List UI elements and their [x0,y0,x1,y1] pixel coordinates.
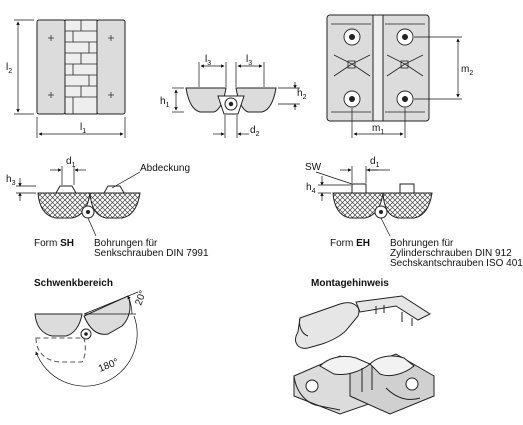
dim-l3-left: l3 [205,54,211,67]
front-view [36,19,126,115]
form-sh-bores-line1: Bohrungen für [94,238,158,249]
form-sh-prefix: Form [34,238,61,249]
rear-view-dimensions [351,36,462,138]
form-eh-code: EH [356,238,371,249]
dim-m2: m2 [461,64,473,77]
heading-montagehinweis: Montagehinweis [311,278,389,289]
dim-d1-eh: d1 [370,156,380,169]
rear-view [326,14,430,122]
angle-20: 20° [133,289,149,307]
form-eh-bores-line2: Zylinderschrauben DIN 912 [390,248,512,259]
dim-l3-right: l3 [246,54,252,67]
dim-h2: h2 [297,88,307,101]
section-form-sh [37,185,141,219]
dim-m1: m1 [372,123,384,136]
form-sh-code: SH [60,238,75,249]
dim-l1: l1 [80,122,86,135]
dim-h3: h3 [6,174,16,187]
side-view-dimensions [172,62,300,138]
callout-abdeckung: Abdeckung [140,163,191,174]
dim-h1: h1 [160,96,170,109]
form-eh-bores-line3: Sechskantschrauben ISO 401 [390,258,523,269]
swing-range-drawing [34,291,139,387]
dim-d2: d2 [250,125,260,138]
dim-d1-sh: d1 [66,156,76,169]
dim-sw: SW [305,162,322,173]
front-view-dimensions [14,19,126,138]
angle-180: 180° [97,357,120,375]
form-sh-label: Form SH [34,238,74,249]
dim-l2: l2 [6,62,12,75]
form-eh-prefix: Form [330,238,357,249]
section-form-eh [332,183,433,219]
assembly-drawing [293,295,435,415]
section-form-eh-dimensions [315,166,391,237]
section-form-sh-dimensions [16,166,141,237]
form-eh-bores-line1: Bohrungen für [390,238,454,249]
form-eh-label: Form EH [330,238,370,249]
side-view [185,87,277,115]
dim-h4: h4 [306,182,316,195]
heading-schwenkbereich: Schwenkbereich [34,278,113,289]
form-sh-bores-line2: Senkschrauben DIN 7991 [94,248,209,259]
